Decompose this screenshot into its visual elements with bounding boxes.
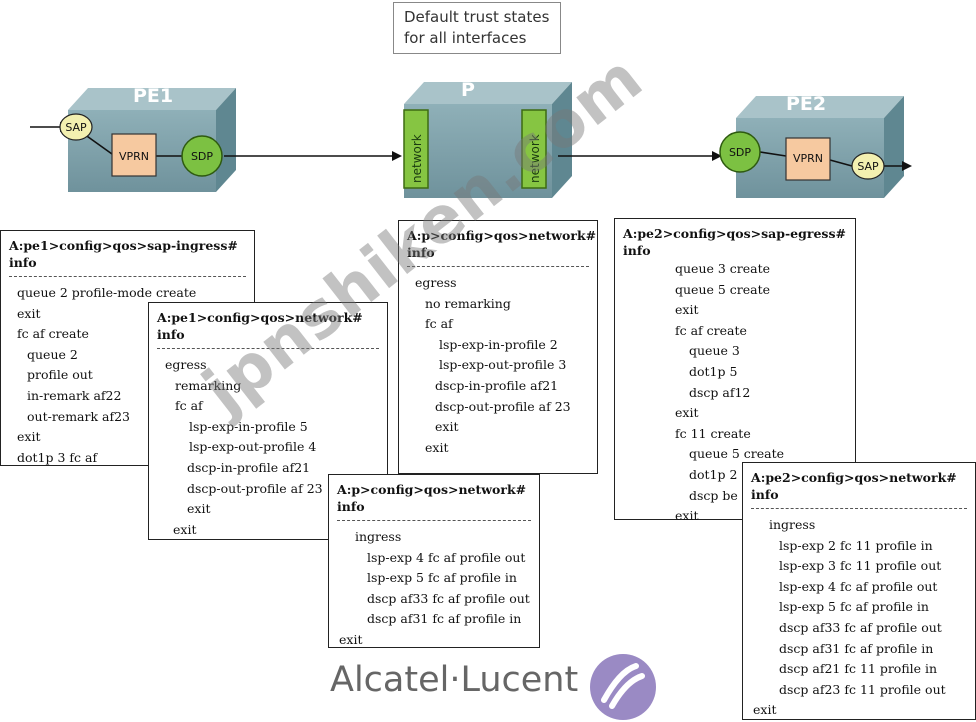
config-line: lsp-exp 5 fc af profile in: [779, 599, 929, 615]
config-line: lsp-exp 4 fc af profile out: [779, 578, 938, 594]
panel-title: A:pe2>config>qos>network# info: [751, 470, 957, 502]
pe1-sdp-label: SDP: [191, 150, 213, 163]
pe2-label: PE2: [786, 93, 826, 115]
config-line: exit: [339, 631, 363, 647]
links: [30, 126, 902, 167]
pe2-sap-node: [851, 152, 885, 180]
pe2-vprn-label: VPRN: [793, 152, 823, 165]
alcatel-lucent-logo-icon: [590, 654, 656, 720]
pe1-vprn-node: [111, 133, 157, 177]
config-line: dot1p 2: [689, 466, 738, 482]
config-line: exit: [17, 429, 41, 445]
p-network-ingress-panel: A:p>config>qos>network# info ingress lsp…: [328, 474, 540, 648]
panel-title: A:pe2>config>qos>sap-egress# info: [623, 226, 846, 258]
config-line: queue 5 create: [675, 281, 771, 297]
panel-title: A:p>config>qos>network# info: [337, 482, 527, 514]
config-line: exit: [435, 419, 459, 435]
config-line: queue 3 create: [675, 261, 771, 276]
config-line: dscp-in-profile af21: [435, 377, 559, 393]
config-line: fc af create: [675, 322, 747, 338]
panel-title: A:pe1>config>qos>network# info: [157, 310, 363, 342]
pe2-sap-egress-panel: A:pe2>config>qos>sap-egress# info queue …: [614, 218, 856, 523]
pe2-sdp-node: [719, 131, 761, 173]
pe1-vprn-label: VPRN: [119, 150, 149, 163]
config-line: in-remark af22: [27, 387, 122, 403]
pe2-vprn-node: [785, 137, 831, 181]
panel-title: A:pe1>config>qos>sap-ingress# info: [9, 238, 238, 270]
panel-title: A:p>config>qos>network#: [407, 228, 597, 243]
trust-note-line-1: Default trust states: [404, 8, 550, 26]
config-line: egress: [415, 275, 457, 290]
config-line: dot1p 3 fc af: [17, 449, 98, 465]
pe1-sap-node: [59, 113, 93, 141]
trust-states-note: Default trust states for all interfaces: [393, 2, 561, 54]
alcatel-lucent-wordmark: Alcatel·Lucent: [330, 660, 579, 700]
config-line: dscp-in-profile af21: [187, 459, 311, 475]
network-topology-diagram: PE1 P network network PE2 SAP VPR: [30, 79, 912, 198]
config-line: lsp-exp-in-profile 2: [439, 336, 558, 352]
config-line: lsp-exp 2 fc 11 profile in: [779, 537, 933, 553]
config-line: dscp af33 fc af profile out: [367, 590, 530, 606]
config-line: exit: [675, 302, 699, 318]
config-line: dot1p 5: [689, 363, 738, 379]
config-line: lsp-exp 3 fc 11 profile out: [779, 558, 942, 574]
config-line: dscp af12: [689, 384, 751, 400]
config-line: out-remark af23: [27, 408, 131, 424]
p-network-port-right: [521, 109, 547, 189]
config-line: exit: [675, 405, 699, 421]
config-line: queue 3: [689, 343, 740, 359]
pe2-sap-label: SAP: [857, 160, 879, 173]
config-line: lsp-exp-out-profile 3: [439, 357, 567, 373]
pe1-sap-label: SAP: [65, 121, 87, 134]
pe2-network-panel: A:pe2>config>qos>network# info ingress l…: [742, 462, 976, 720]
config-line: dscp af21 fc 11 profile in: [779, 661, 938, 677]
config-line: queue 5 create: [689, 446, 785, 462]
config-line: exit: [675, 508, 699, 524]
config-line: lsp-exp-out-profile 4: [189, 439, 317, 455]
config-line: queue 2: [27, 346, 78, 362]
config-line: no remarking: [425, 295, 511, 311]
config-line: egress: [165, 357, 207, 372]
p-router: P network network: [403, 79, 572, 198]
config-line: dscp af31 fc af profile in: [779, 640, 934, 656]
config-line: exit: [753, 702, 777, 718]
config-line: exit: [425, 439, 449, 455]
config-line: queue 2 profile-mode create: [17, 285, 197, 300]
p-label: P: [461, 79, 475, 101]
config-line: fc af: [425, 316, 453, 332]
config-line: dscp af31 fc af profile in: [367, 611, 522, 627]
config-line: lsp-exp 4 fc af profile out: [367, 549, 526, 565]
config-line: profile out: [27, 367, 93, 383]
config-line: lsp-exp 5 fc af profile in: [367, 570, 517, 586]
p-network-label-left: network: [410, 134, 424, 183]
p-network-egress-panel: A:p>config>qos>network# info egress no r…: [398, 220, 598, 474]
config-line: exit: [173, 521, 197, 537]
config-line: remarking: [175, 377, 242, 393]
config-line: exit: [17, 305, 41, 321]
p-network-label-right: network: [528, 134, 542, 183]
pe2-sdp-label: SDP: [729, 146, 751, 159]
pe1-label: PE1: [133, 85, 173, 107]
config-line: dscp-out-profile af 23: [187, 480, 323, 496]
config-line: ingress: [769, 517, 816, 532]
trust-note-line-2: for all interfaces: [404, 29, 527, 47]
config-line: fc af create: [17, 326, 89, 342]
panel-title-cont: info: [407, 245, 435, 260]
p-network-port-left: [403, 109, 429, 189]
pe1-sdp-node: [181, 135, 223, 177]
config-line: dscp af23 fc 11 profile out: [779, 681, 946, 697]
config-line: dscp be: [689, 487, 738, 503]
config-line: fc 11 create: [675, 425, 751, 441]
config-line: exit: [187, 501, 211, 517]
config-line: fc af: [175, 398, 203, 414]
config-line: lsp-exp-in-profile 5: [189, 418, 308, 434]
config-line: ingress: [355, 529, 402, 544]
config-line: dscp-out-profile af 23: [435, 398, 571, 414]
config-line: dscp af33 fc af profile out: [779, 619, 942, 635]
